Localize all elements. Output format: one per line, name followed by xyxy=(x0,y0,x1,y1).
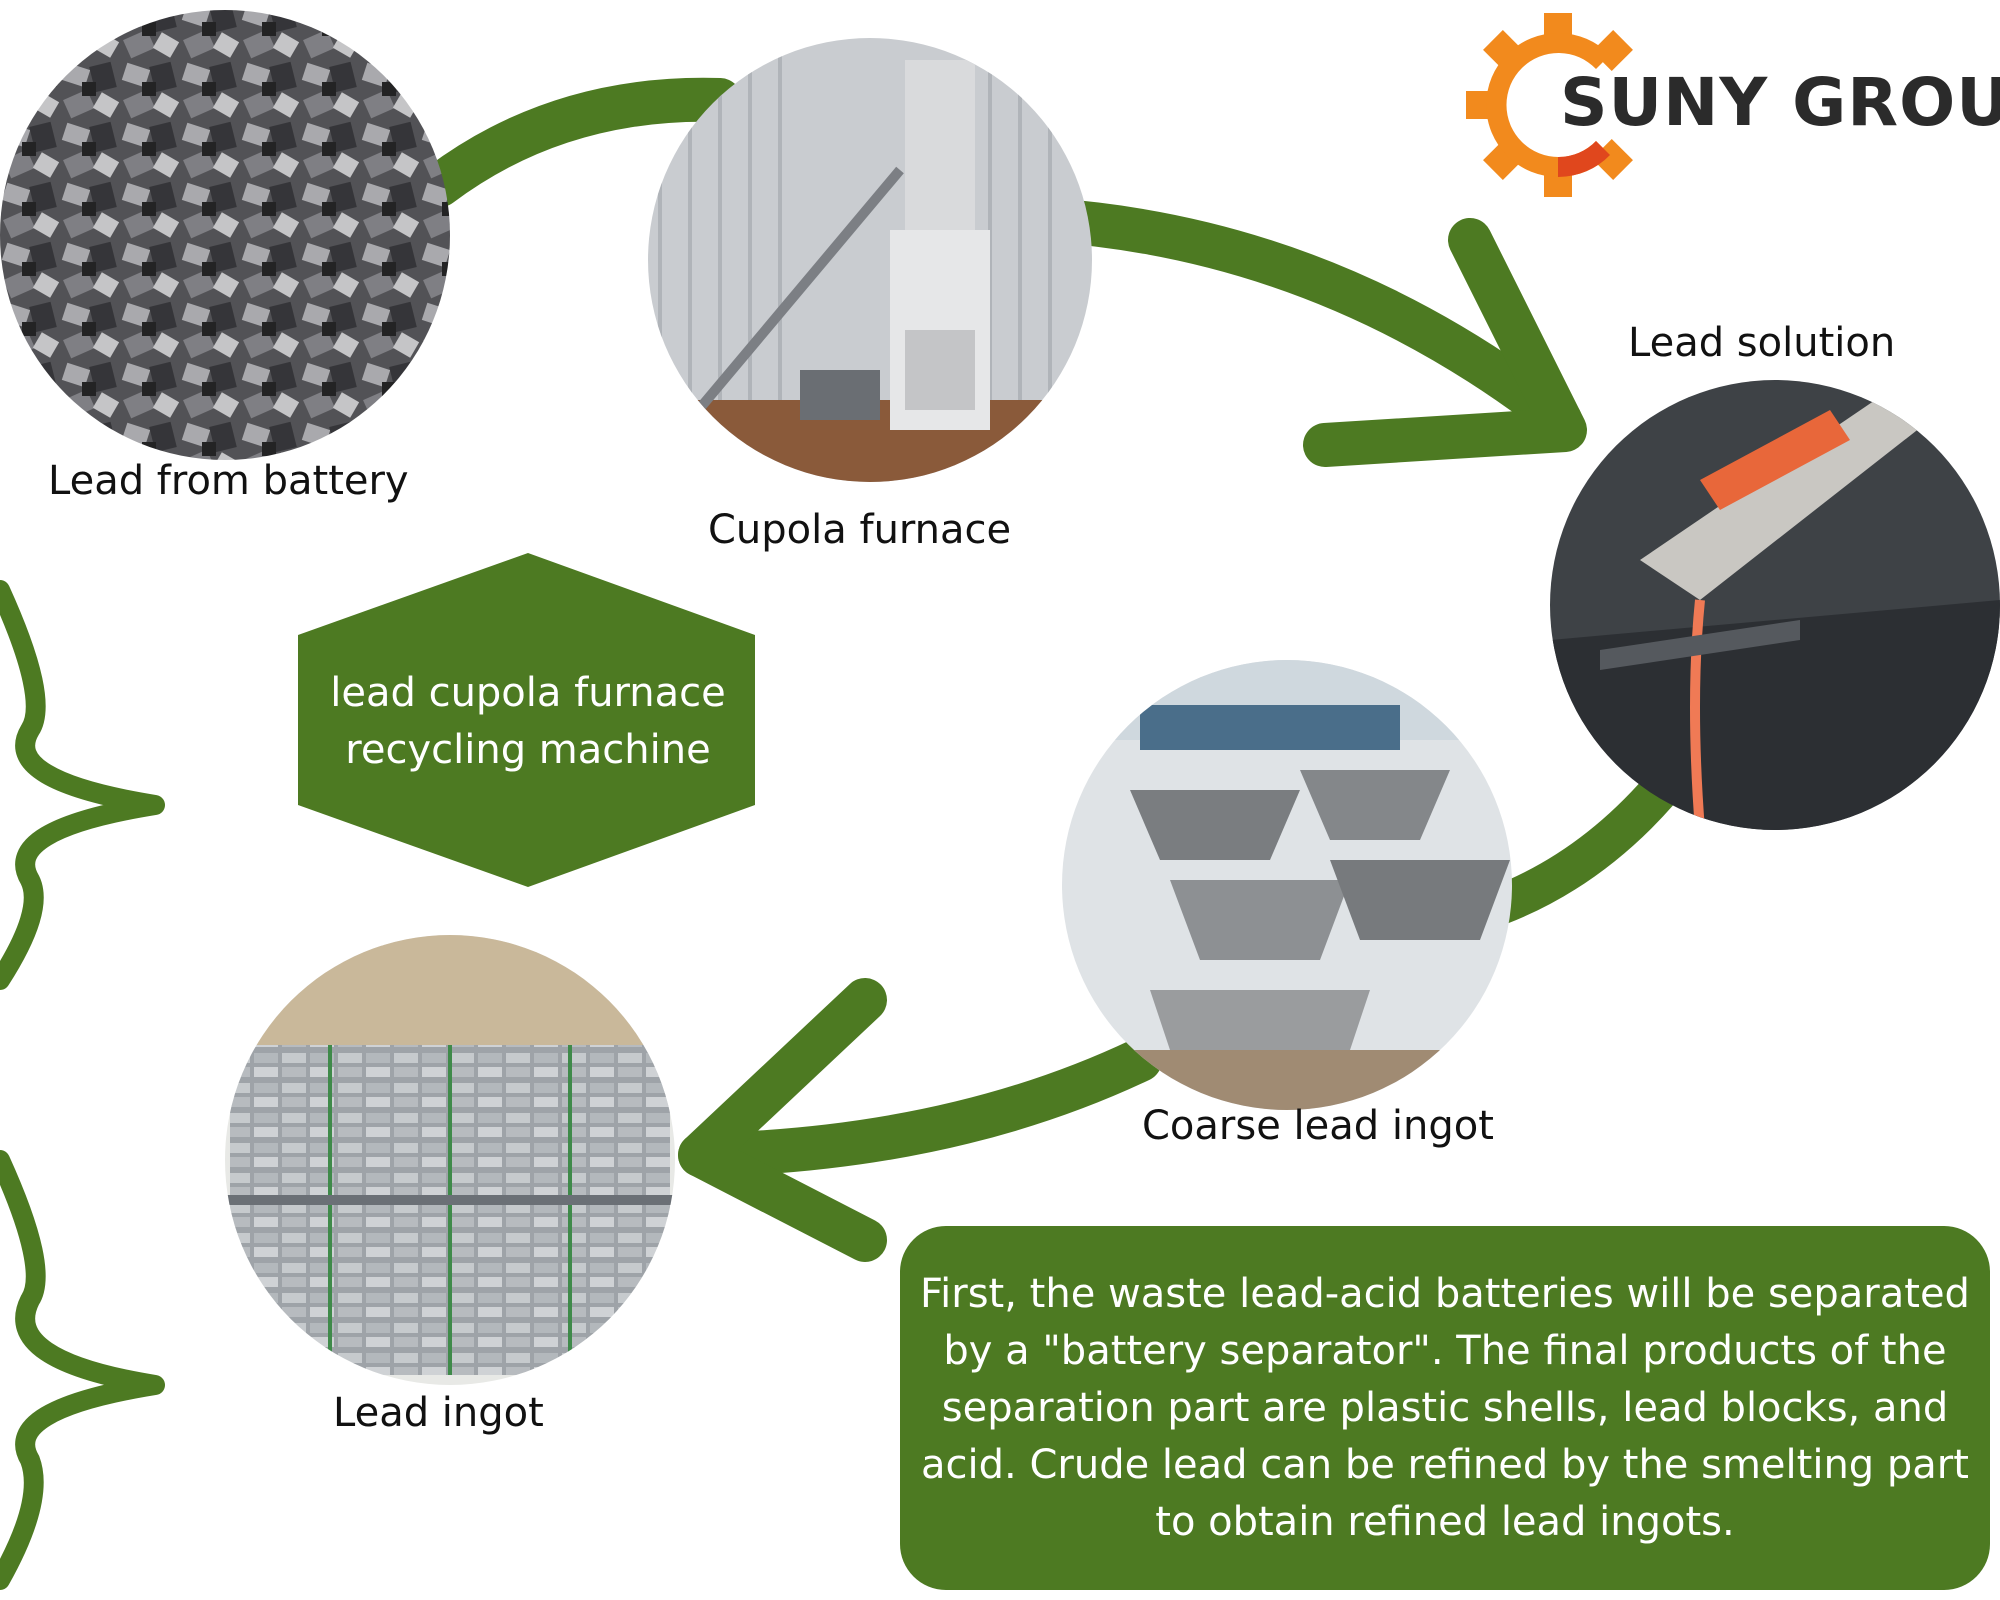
arrowhead-ingot xyxy=(678,978,887,1262)
center-title-line1: lead cupola furnace xyxy=(330,670,726,716)
suny-gear-logo-icon xyxy=(1466,13,1633,197)
step-label-lead-solution: Lead solution xyxy=(1628,320,1896,366)
brace-lower xyxy=(0,1150,165,1590)
step-label-lead-ingot: Lead ingot xyxy=(333,1390,544,1436)
arrowhead-solution xyxy=(1303,218,1587,467)
step-label-cupola-furnace: Cupola furnace xyxy=(708,507,1012,553)
step-lead-ingot-photo xyxy=(225,935,675,1385)
step-coarse-lead-ingot-photo xyxy=(1062,660,1512,1110)
arrow-furnace-to-solution xyxy=(1028,198,1582,442)
arrow-solution-to-coarse xyxy=(1480,770,1680,925)
center-title-line2: recycling machine xyxy=(345,727,711,773)
arrow-coarse-to-ingot xyxy=(678,1038,1162,1177)
description-box: First, the waste lead-acid batteries wil… xyxy=(900,1226,1990,1590)
step-label-coarse-lead-ingot: Coarse lead ingot xyxy=(1142,1103,1494,1149)
brand-name: SUNY GROUP xyxy=(1560,64,2000,141)
step-lead-solution-photo xyxy=(1550,380,2000,830)
description-text: First, the waste lead-acid batteries wil… xyxy=(920,1270,1970,1545)
arrow-battery-to-furnace xyxy=(418,77,742,207)
flow-arrows xyxy=(0,77,1680,1590)
center-title: lead cupola furnace recycling machine xyxy=(298,665,758,779)
brace-upper xyxy=(0,580,165,990)
center-hexagon xyxy=(298,553,755,887)
step-cupola-furnace-photo xyxy=(648,38,1092,482)
step-label-lead-from-battery: Lead from battery xyxy=(48,458,409,504)
step-lead-from-battery-photo xyxy=(0,10,450,460)
